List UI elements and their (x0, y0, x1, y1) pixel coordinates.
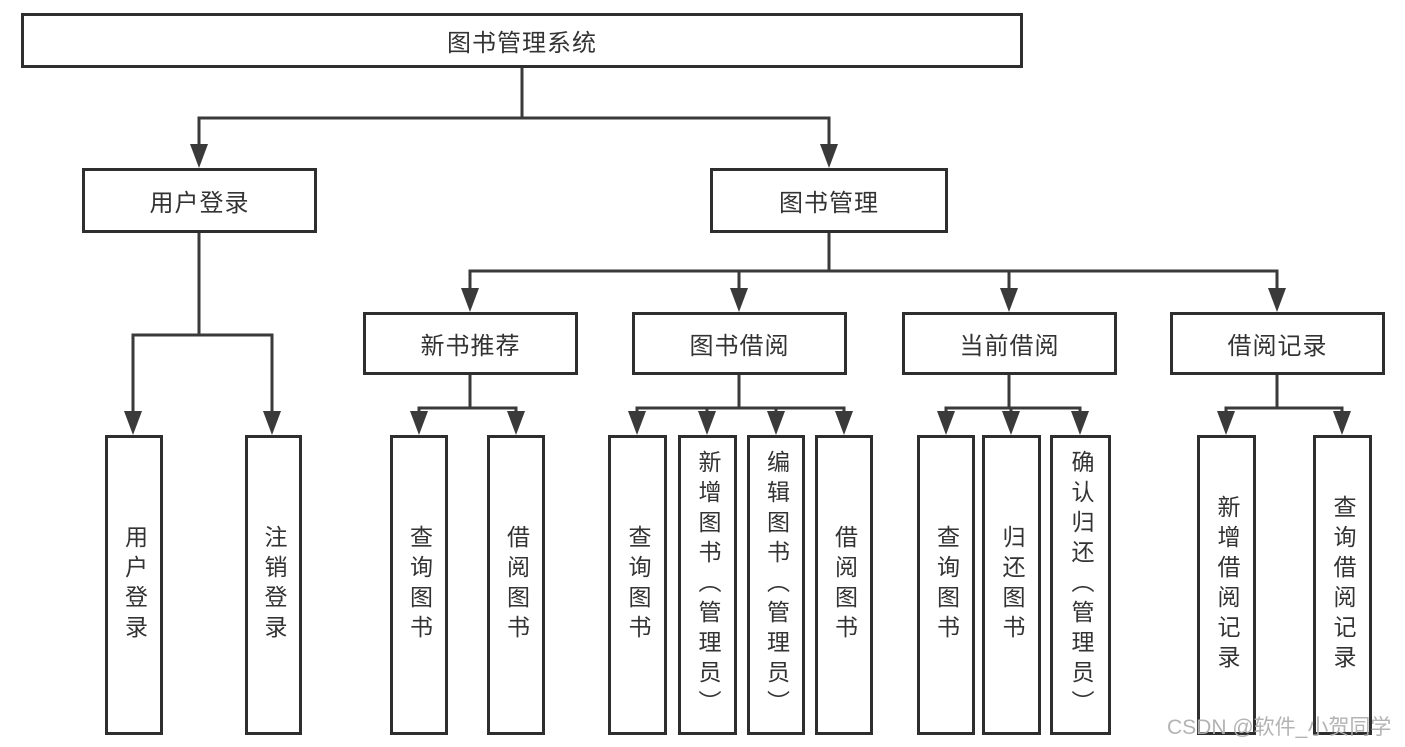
leaf-add-borrow-record: 新增借阅记录 (1197, 435, 1256, 735)
leaf-query-books-borrowing: 查询图书 (608, 435, 667, 735)
leaf-query-borrow-record-label: 查询借阅记录 (1330, 495, 1356, 675)
leaf-return-books-label: 归还图书 (999, 525, 1025, 645)
leaf-query-books-recommend: 查询图书 (390, 435, 448, 735)
leaf-confirm-return-admin-label: 确认归还（管理员） (1068, 450, 1094, 720)
leaf-borrow-books-borrowing: 借阅图书 (815, 435, 873, 735)
watermark: CSDN @软件_小贺同学 (1167, 716, 1392, 739)
leaf-query-books-recommend-label: 查询图书 (406, 525, 433, 645)
node-book-management-label: 图书管理 (779, 190, 879, 217)
node-borrowing-records-label: 借阅记录 (1227, 333, 1328, 360)
leaf-borrow-books-borrowing-label: 借阅图书 (831, 525, 858, 645)
leaf-logout: 注销登录 (245, 435, 302, 735)
node-book-borrowing: 图书借阅 (632, 312, 847, 375)
node-root: 图书管理系统 (21, 13, 1023, 68)
leaf-add-borrow-record-label: 新增借阅记录 (1214, 495, 1240, 675)
leaf-edit-books-admin: 编辑图书（管理员） (747, 435, 805, 735)
leaf-return-books: 归还图书 (982, 435, 1041, 735)
leaf-query-borrow-record: 查询借阅记录 (1313, 435, 1372, 735)
node-book-management: 图书管理 (710, 168, 948, 233)
node-user-login: 用户登录 (82, 168, 317, 233)
leaf-edit-books-admin-label: 编辑图书（管理员） (763, 450, 790, 720)
node-user-login-label: 用户登录 (149, 190, 250, 217)
node-new-book-recommendation-label: 新书推荐 (420, 333, 521, 360)
node-borrowing-records: 借阅记录 (1170, 312, 1385, 375)
leaf-confirm-return-admin: 确认归还（管理员） (1050, 435, 1111, 735)
node-current-borrowing-label: 当前借阅 (959, 333, 1060, 360)
leaf-query-books-current-label: 查询图书 (933, 525, 960, 645)
node-book-borrowing-label: 图书借阅 (689, 333, 790, 360)
leaf-borrow-books-recommend: 借阅图书 (487, 435, 545, 735)
node-new-book-recommendation: 新书推荐 (363, 312, 578, 375)
leaf-user-login-label: 用户登录 (121, 525, 148, 645)
leaf-logout-label: 注销登录 (261, 525, 287, 645)
node-root-label: 图书管理系统 (447, 30, 597, 57)
leaf-borrow-books-recommend-label: 借阅图书 (503, 525, 530, 645)
leaf-add-books-admin: 新增图书（管理员） (678, 435, 737, 735)
node-current-borrowing: 当前借阅 (902, 312, 1117, 375)
leaf-query-books-borrowing-label: 查询图书 (625, 525, 651, 645)
leaf-user-login: 用户登录 (105, 435, 163, 735)
leaf-add-books-admin-label: 新增图书（管理员） (695, 450, 721, 720)
leaf-query-books-current: 查询图书 (917, 435, 975, 735)
